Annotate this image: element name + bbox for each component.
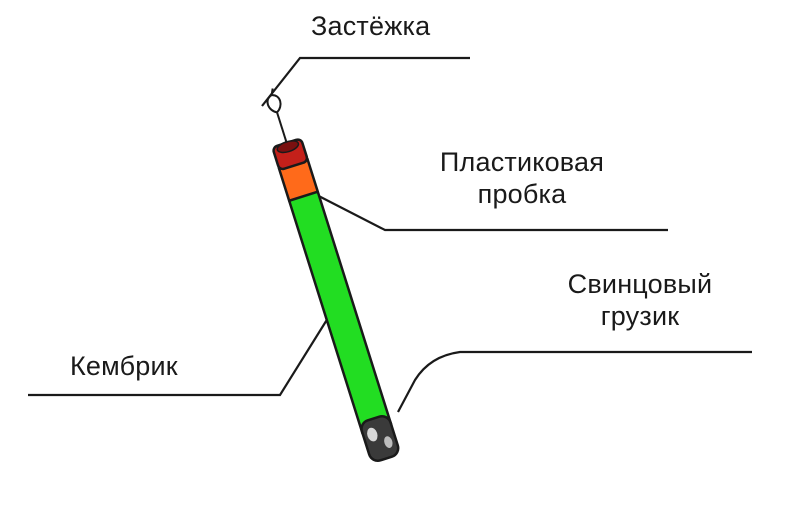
weight-label-line-2: грузик <box>600 301 680 331</box>
weight-leader-line <box>397 350 752 413</box>
plug-label: Пластиковая пробка <box>422 146 622 210</box>
clasp-label: Застёжка <box>311 11 431 41</box>
weight-label-line-1: Свинцовый <box>567 269 713 299</box>
tube-leader-line <box>28 317 329 397</box>
jig-assembly <box>266 88 400 462</box>
clasp-leader-line <box>261 56 470 107</box>
weight-highlight <box>367 427 378 442</box>
plug-label-line-1: Пластиковая <box>439 147 605 177</box>
lead-weight-icon <box>360 414 400 462</box>
tube-label: Кембрик <box>70 351 178 381</box>
plug-label-line-2: пробка <box>477 179 567 209</box>
wire-clasp-icon <box>266 88 288 144</box>
weight-highlight-2 <box>384 436 393 448</box>
plug-leader-line <box>306 189 668 232</box>
weight-label: Свинцовый грузик <box>540 268 740 332</box>
